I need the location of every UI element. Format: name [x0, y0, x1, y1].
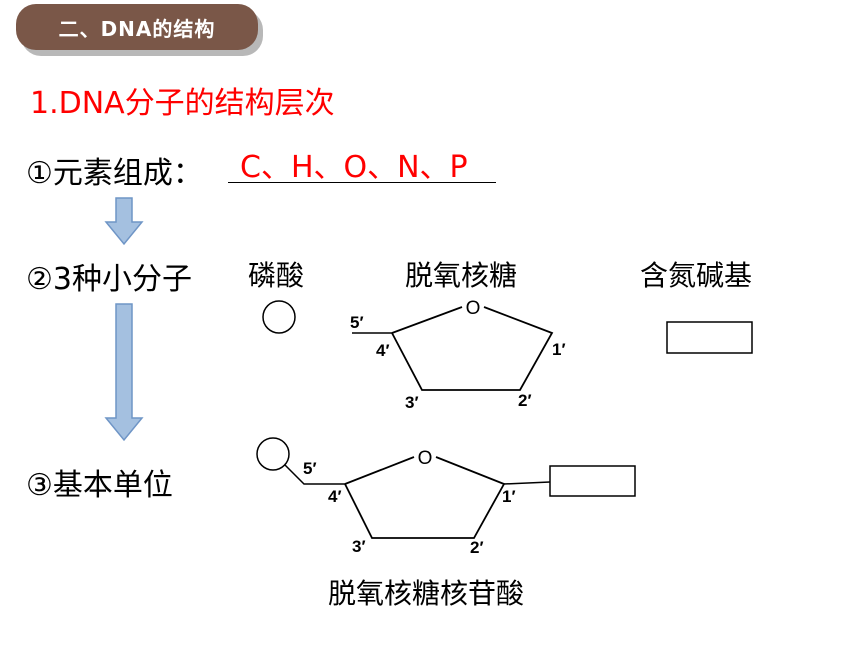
sugar-c2-label: 2′ [518, 391, 532, 410]
phosphate-circle [262, 300, 296, 334]
step-small-molecules: ②3种小分子 [26, 262, 192, 297]
sugar-c4-label: 4′ [376, 341, 390, 360]
nucleotide-c1-label: 1′ [502, 487, 516, 506]
nucleotide-c5-label: 5′ [303, 459, 317, 478]
down-arrow-2 [104, 303, 144, 442]
down-arrow-1 [104, 197, 144, 246]
label-base: 含氮碱基 [640, 259, 753, 292]
nucleotide-c3-label: 3′ [352, 537, 366, 556]
step-basic-unit: ③基本单位 [26, 468, 173, 503]
label-deoxyribose: 脱氧核糖 [405, 259, 518, 292]
nucleotide-oxygen-label: O [418, 448, 433, 469]
section-badge: 二、DNA的结构 [16, 4, 258, 50]
nucleotide-base-rectangle [549, 465, 636, 497]
composition-answer: C、H、O、N、P [240, 150, 468, 185]
sugar-oxygen-label: O [466, 298, 481, 319]
step-composition: ①元素组成： [26, 156, 203, 191]
deoxyribose-ring: O 5′ 4′ 1′ 3′ 2′ [350, 298, 566, 412]
section-title: 二、DNA的结构 [58, 16, 216, 41]
nucleotide-structure: O 5′ 4′ 1′ 3′ 2′ [256, 437, 636, 557]
nucleotide-c2-label: 2′ [470, 538, 484, 557]
base-rectangle [666, 321, 753, 354]
nucleotide-phosphate-circle [256, 437, 290, 471]
sugar-c5-label: 5′ [350, 313, 364, 332]
sugar-c1-label: 1′ [552, 340, 566, 359]
label-phosphate: 磷酸 [248, 259, 305, 292]
answer-blank-line [228, 182, 496, 183]
nucleotide-c4-label: 4′ [328, 487, 342, 506]
label-nucleotide: 脱氧核糖核苷酸 [328, 577, 525, 610]
sugar-c3-label: 3′ [405, 393, 419, 412]
heading: 1.DNA分子的结构层次 [30, 86, 335, 121]
